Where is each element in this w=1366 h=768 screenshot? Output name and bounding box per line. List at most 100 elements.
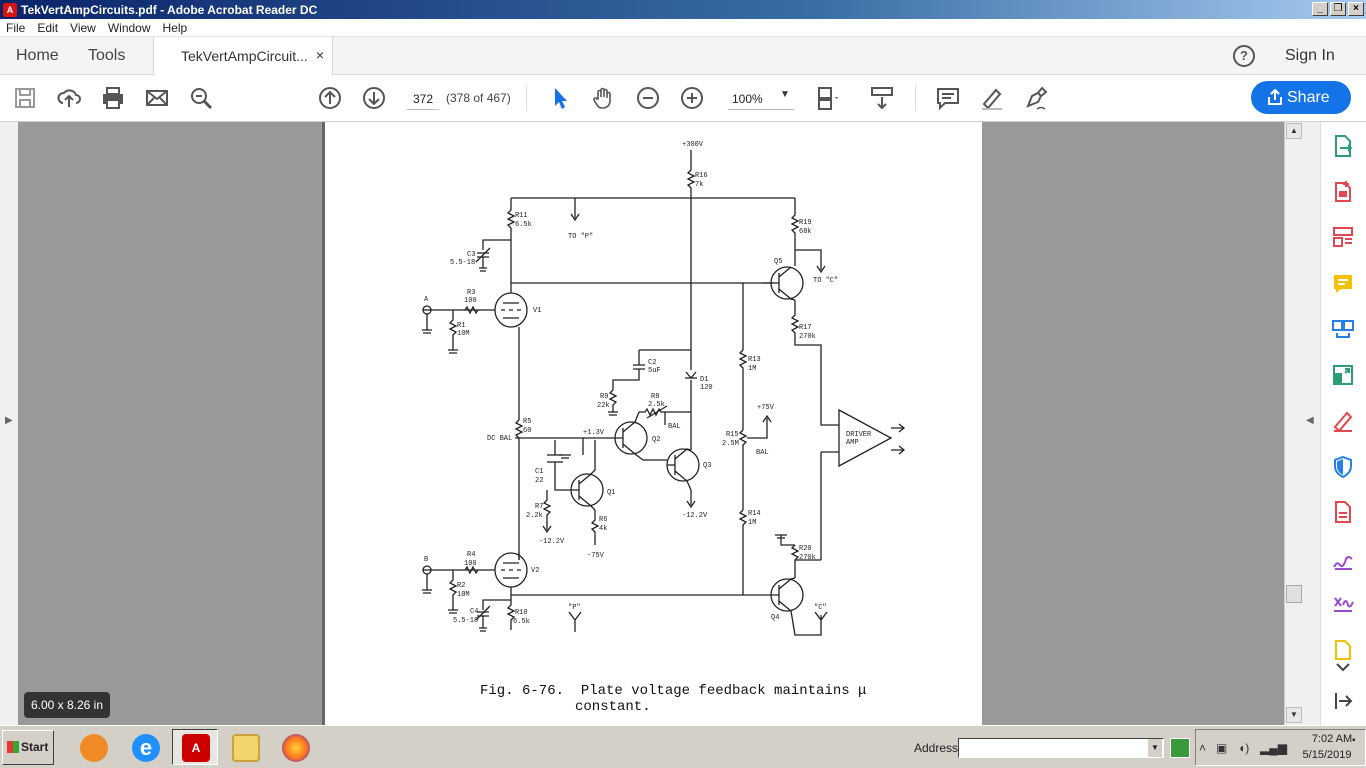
start-label: Start	[21, 740, 49, 754]
sch-label: 120	[700, 384, 713, 392]
menu-file[interactable]: File	[6, 20, 26, 35]
chevron-down-icon[interactable]: ▼	[780, 89, 790, 100]
sch-label: TO "P"	[568, 233, 593, 241]
upload-cloud-icon[interactable]	[56, 85, 82, 111]
firefox-taskbar-icon[interactable]	[272, 729, 318, 765]
tab-home[interactable]: Home	[16, 47, 59, 64]
restore-button[interactable]: ❐	[1330, 2, 1346, 16]
sign-in-link[interactable]: Sign In	[1285, 47, 1335, 64]
sign-pen-icon[interactable]	[1023, 85, 1049, 111]
scroll-up-icon[interactable]: ▲	[1286, 123, 1302, 139]
tab-tools[interactable]: Tools	[88, 47, 126, 64]
scroll-mode-icon[interactable]	[869, 85, 895, 111]
system-tray: ˄ ▣ ◖) ▂▄▆ 7:02 AM 5/15/2019 ▪	[1195, 729, 1366, 766]
export-pdf-icon[interactable]	[1331, 134, 1355, 158]
select-cursor-icon[interactable]	[547, 85, 573, 111]
compress-pdf-icon[interactable]	[1331, 363, 1355, 387]
network-icon[interactable]: ▣	[1216, 741, 1228, 755]
media-player-taskbar-icon[interactable]	[70, 729, 116, 765]
sch-label: Q2	[652, 436, 660, 444]
left-panel-strip	[0, 122, 18, 725]
certificates-icon[interactable]	[1331, 592, 1355, 616]
address-input[interactable]	[958, 738, 1164, 758]
go-icon[interactable]	[1170, 738, 1190, 758]
comment-icon[interactable]	[935, 85, 961, 111]
chevron-down-icon[interactable]	[1331, 655, 1355, 679]
scroll-down-icon[interactable]: ▼	[1286, 707, 1302, 723]
search-icon[interactable]	[188, 85, 214, 111]
email-icon[interactable]	[144, 85, 170, 111]
previous-page-icon[interactable]	[317, 85, 343, 111]
page-fit-icon[interactable]	[813, 85, 839, 111]
sch-label: 2.5M	[722, 440, 739, 448]
page-number-input[interactable]: 372	[407, 88, 439, 110]
create-pdf-icon[interactable]	[1331, 179, 1355, 203]
zoom-dropdown[interactable]: 100%	[728, 88, 794, 110]
clock-date[interactable]: 5/15/2019	[1302, 749, 1352, 761]
collapse-right-panel-icon[interactable]: ◀	[1306, 415, 1314, 426]
collapse-pane-icon[interactable]	[1331, 689, 1355, 713]
clock-time[interactable]: 7:02 AM	[1311, 733, 1353, 745]
zoom-in-icon[interactable]	[679, 85, 705, 111]
sch-label: 5.5-18	[453, 617, 478, 625]
page-size-tooltip: 6.00 x 8.26 in	[24, 692, 110, 718]
acrobat-taskbar-icon[interactable]: A	[172, 729, 218, 765]
pdf-page: +300V R16 7k R11 6.5k TO "P" R19 68k C3 …	[322, 122, 982, 725]
sch-label: 7k	[695, 181, 703, 189]
help-icon[interactable]: ?	[1233, 45, 1255, 67]
tab-document[interactable]: TekVertAmpCircuit... ×	[153, 37, 333, 76]
close-window-button[interactable]: ×	[1348, 2, 1364, 16]
expand-left-panel-icon[interactable]: ▶	[5, 415, 13, 426]
menu-window[interactable]: Window	[107, 20, 151, 35]
sch-label: 2.5k	[648, 401, 665, 409]
menu-help[interactable]: Help	[162, 20, 188, 35]
address-dropdown-icon[interactable]: ▼	[1148, 739, 1162, 757]
start-button[interactable]: Start	[2, 730, 54, 765]
sch-label: "P"	[568, 604, 581, 612]
toolbar-divider	[526, 85, 527, 111]
share-button[interactable]: Share	[1251, 81, 1351, 114]
combine-files-icon[interactable]	[1331, 318, 1355, 342]
sch-label: 1M	[748, 519, 756, 527]
vertical-scrollbar[interactable]: ▲ ▼	[1284, 122, 1302, 725]
taskbar: Start e A Address ▼ ˄ ▣ ◖) ▂▄▆ 7:02 AM 5…	[0, 725, 1366, 768]
menu-view[interactable]: View	[70, 20, 96, 35]
more-tools-icon[interactable]	[1331, 637, 1355, 661]
highlight-icon[interactable]	[979, 85, 1005, 111]
notification-icon[interactable]: ▪	[1352, 735, 1356, 746]
zoom-out-icon[interactable]	[635, 85, 661, 111]
minimize-button[interactable]: _	[1312, 2, 1328, 16]
right-panel-strip	[1302, 122, 1320, 725]
sch-label: R17	[799, 324, 812, 332]
next-page-icon[interactable]	[361, 85, 387, 111]
sch-label: R6	[599, 516, 607, 524]
file-explorer-taskbar-icon[interactable]	[222, 729, 268, 765]
organize-pages-icon[interactable]	[1331, 225, 1355, 249]
menu-edit[interactable]: Edit	[37, 20, 59, 35]
comment-tool-icon[interactable]	[1331, 272, 1355, 296]
sch-label: 1M	[748, 365, 756, 373]
chevron-up-icon[interactable]: ˄	[1199, 741, 1207, 755]
save-icon[interactable]	[12, 85, 38, 111]
sch-label: C3	[467, 251, 475, 259]
internet-explorer-taskbar-icon[interactable]: e	[122, 729, 168, 765]
print-icon[interactable]	[100, 85, 126, 111]
sch-label: V2	[531, 567, 539, 575]
sch-label: 6.5k	[513, 618, 530, 626]
hand-tool-icon[interactable]	[591, 85, 617, 111]
edit-pdf-icon[interactable]	[1331, 500, 1355, 524]
sch-label: R11	[515, 212, 528, 220]
sch-label: 270k	[799, 554, 816, 562]
signal-icon[interactable]: ▂▄▆	[1260, 741, 1287, 755]
sch-label: R10	[515, 609, 528, 617]
sch-label: 5uF	[648, 367, 661, 375]
protect-icon[interactable]	[1331, 455, 1355, 479]
scroll-thumb[interactable]	[1286, 585, 1302, 603]
sch-label: "C"	[814, 604, 827, 612]
fill-sign-icon[interactable]	[1331, 409, 1355, 433]
close-tab-icon[interactable]: ×	[315, 47, 324, 63]
toolbar-divider	[915, 85, 916, 111]
send-for-signature-icon[interactable]	[1331, 547, 1355, 571]
volume-icon[interactable]: ◖)	[1238, 741, 1250, 755]
tab-bar: Home Tools TekVertAmpCircuit... × ? Sign…	[0, 37, 1366, 76]
